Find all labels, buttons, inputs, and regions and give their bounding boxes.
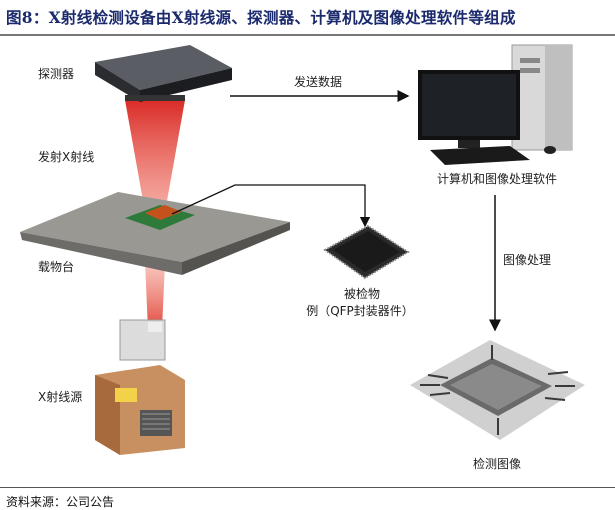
label-send-data: 发送数据 bbox=[293, 75, 343, 89]
divider-top bbox=[0, 34, 615, 36]
label-sample-line2: 例（QFP封装器件） bbox=[306, 304, 414, 318]
qfp-chip-image bbox=[323, 224, 410, 280]
label-computer: 计算机和图像处理软件 bbox=[436, 172, 558, 186]
divider-bottom bbox=[0, 487, 615, 488]
xray-beam-upper bbox=[125, 100, 185, 212]
label-detector: 探测器 bbox=[38, 67, 75, 81]
sample-callout-arrow bbox=[171, 184, 371, 228]
figure-title: 图8：X射线检测设备由X射线源、探测器、计算机及图像处理软件等组成 bbox=[6, 8, 516, 27]
inspection-image bbox=[410, 340, 585, 440]
label-image-processing: 图像处理 bbox=[503, 253, 552, 267]
computer-image bbox=[418, 44, 573, 165]
label-emit-xray: 发射X射线 bbox=[38, 150, 95, 164]
detector-image bbox=[95, 45, 232, 102]
source-note: 资料来源：公司公告 bbox=[6, 495, 115, 509]
label-stage: 载物台 bbox=[38, 260, 75, 274]
label-xray-source: X射线源 bbox=[38, 390, 83, 404]
label-inspection-image: 检测图像 bbox=[472, 457, 522, 471]
label-sample-line1: 被检物 bbox=[343, 287, 381, 301]
xray-source-image bbox=[95, 319, 185, 455]
xray-beam-lower bbox=[145, 262, 165, 330]
